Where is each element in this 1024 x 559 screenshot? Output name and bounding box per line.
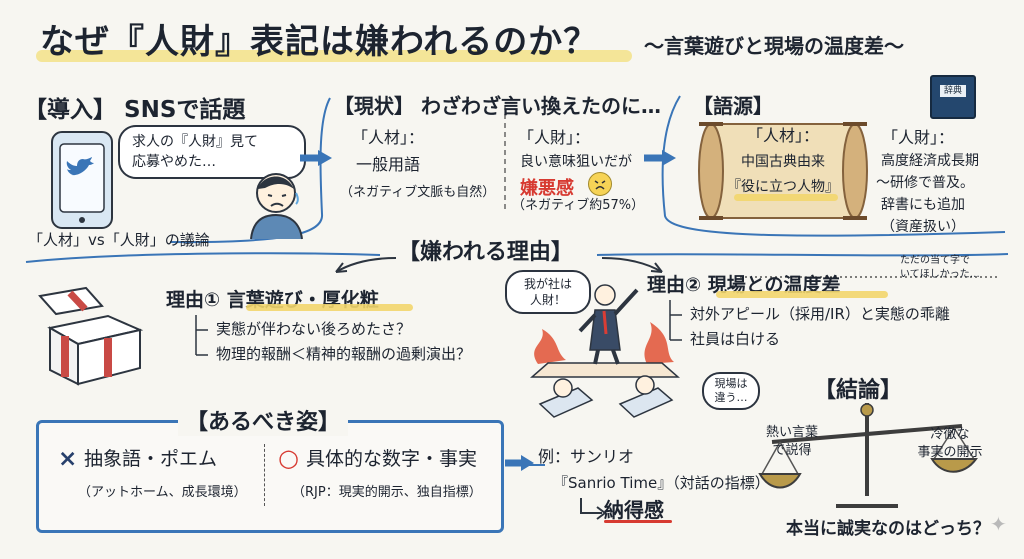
page-subtitle: 〜言葉遊びと現場の温度差〜 (644, 34, 904, 58)
disgust-face-icon (588, 172, 612, 196)
scale-left-label: 熱い言葉 で説得 (765, 425, 818, 458)
origin-scroll-desc2: 『役に立つ人物』 (727, 179, 839, 195)
arrow-left-down-icon (335, 257, 397, 273)
arrow-right-down-icon (601, 257, 663, 273)
dictionary-icon: 辞典 (930, 75, 976, 119)
ideal-box (36, 420, 504, 533)
reason1-item1: 実態が伴わない後ろめたさ？ (216, 320, 412, 338)
reason2-item2: 社員は白ける (690, 330, 781, 348)
status-right-desc: 良い意味狙いだが (520, 154, 632, 170)
status-disgust-label: 嫌悪感 (520, 178, 574, 199)
status-left-desc: 一般用語 (356, 155, 421, 174)
conclusion-title: 【結論】 (814, 378, 903, 403)
status-title: 【現状】 わざわざ言い換えたのに… (334, 94, 661, 118)
result-arrow-icon (580, 498, 607, 520)
reason2-highlight (716, 291, 888, 298)
smartphone-illustration (48, 128, 136, 232)
gift-box-illustration (30, 286, 160, 390)
cross-icon: × (58, 446, 78, 472)
intro-caption: 「人材」vs「人財」の議論 (28, 231, 210, 249)
origin-zaigo-desc1: 高度経済成長期 (881, 153, 979, 169)
origin-zaigo-desc3: 辞書にも追加 (881, 197, 965, 213)
example-detail: 『Sanrio Time』（対話の指標） (553, 474, 770, 492)
ideal-good-note: （RJP：現実的開示、独自指標） (292, 485, 482, 500)
reasons-title: 【嫌われる理由】 (398, 240, 573, 265)
field-thought-bubble: 現場は 違う… (702, 372, 760, 410)
reason1-tree-lines (195, 315, 208, 356)
status-right-term: 「人財」： (518, 128, 591, 147)
status-right-note: （ネガティブ約57%） (512, 198, 645, 213)
arrow-right-icon (644, 150, 676, 166)
status-left-note: （ネガティブ文脈も自然） (340, 185, 496, 200)
arrow-right-icon (505, 455, 534, 471)
page-title: なぜ『人財』表記は嫌われるのか？ (40, 22, 599, 62)
intro-speech-bubble: 求人の『人財』見て 応募やめた… (118, 125, 306, 179)
scroll-illustration (695, 116, 871, 226)
origin-zaigo-desc2: 〜研修で普及。 (876, 175, 974, 191)
smartphone-icon (51, 131, 113, 229)
ceo-speech-bubble: 我が社は 人財！ (505, 270, 591, 314)
circle-icon: ○ (278, 444, 299, 472)
origin-scroll-term: 「人材」： (746, 126, 819, 145)
reason1-highlight (246, 304, 413, 311)
reason2-item1: 対外アピール（採用/IR）と実態の乖離 (690, 305, 950, 323)
ideal-good-label: 具体的な数字・事実 (306, 448, 478, 470)
ideal-title: 【あるべき姿】 (178, 404, 349, 436)
arrow-right-icon (300, 150, 332, 166)
conclusion-question: 本当に誠実なのはどっち？ (786, 519, 990, 539)
origin-zaigo-term: 「人財」： (882, 128, 955, 147)
ideal-bad-note: （アットホーム、成長環境） (78, 485, 247, 500)
scale-right-label: 冷徹な 事実の開示 (917, 427, 983, 460)
reason2-title: 理由② 現場との温度差 (647, 274, 841, 296)
worker-thought-bubble: ただの当て字で いてほしかった… (900, 255, 980, 280)
ideal-divider (264, 444, 265, 506)
intro-title: 【導入】 SNSで話題 (24, 97, 246, 123)
example-result: 納得感 (604, 498, 664, 522)
origin-title: 【語源】 (693, 94, 773, 118)
origin-scroll-desc1: 中国古典由来 (741, 154, 825, 170)
balance-scale-illustration (758, 403, 978, 508)
worried-person-illustration (238, 165, 314, 241)
ceo-stage-illustration (520, 272, 690, 422)
origin-highlight (734, 194, 838, 201)
example-title: 例：サンリオ (538, 447, 635, 466)
origin-zaigo-desc4: （資産扱い） (881, 219, 965, 235)
reason1-item2: 物理的報酬＜精神的報酬の過剰演出？ (216, 345, 472, 363)
ideal-bad-label: 抽象語・ポエム (84, 448, 218, 470)
result-underline (604, 520, 672, 523)
status-left-term: 「人材」： (352, 128, 425, 147)
title-highlight (36, 50, 632, 62)
reason2-tree-lines (669, 300, 682, 341)
sparkle-icon: ✦ (990, 512, 1007, 536)
